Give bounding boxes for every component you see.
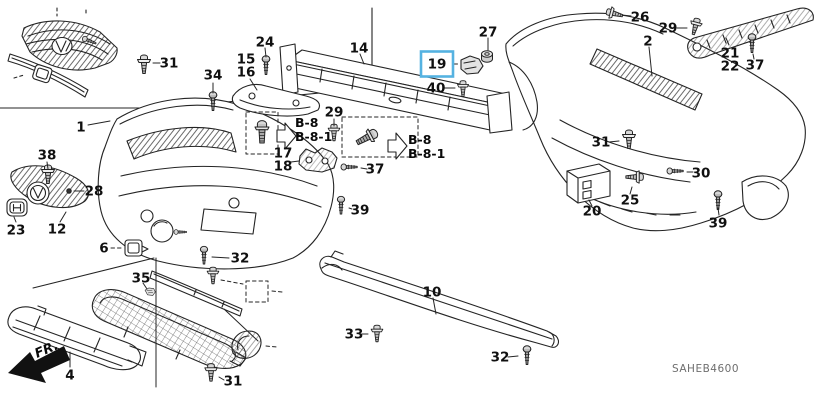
part-label-23[interactable]: 23 bbox=[7, 223, 26, 239]
screw-39a-part bbox=[336, 195, 346, 215]
part-label-12[interactable]: 12 bbox=[48, 222, 67, 238]
part-label-6[interactable]: 6 bbox=[99, 241, 108, 257]
part-label-2[interactable]: 2 bbox=[643, 34, 652, 50]
clip-6-part bbox=[124, 239, 149, 257]
screw-32b-part bbox=[522, 345, 532, 366]
clip-29b-part bbox=[687, 16, 704, 37]
mesh-grille bbox=[91, 289, 247, 369]
part-label-14[interactable]: 14 bbox=[350, 41, 369, 57]
part-label-18[interactable]: 18 bbox=[274, 159, 293, 175]
ref-arrow-right-icon bbox=[387, 132, 408, 160]
part-label-4[interactable]: 4 bbox=[65, 368, 74, 384]
nut-27-part bbox=[480, 50, 494, 63]
slat-grille-4 bbox=[7, 305, 147, 371]
clip-33-part bbox=[370, 324, 384, 343]
part-label-29b[interactable]: 29 bbox=[659, 21, 678, 37]
inset-front-grille bbox=[21, 7, 118, 71]
part-label-25[interactable]: 25 bbox=[621, 193, 640, 209]
part-label-22[interactable]: 22 bbox=[721, 59, 740, 75]
part-label-35[interactable]: 35 bbox=[132, 271, 151, 287]
part-number-labels: 1246101214151617181920212223242526272829… bbox=[7, 10, 765, 390]
corner-garnish bbox=[231, 330, 262, 359]
part-label-29a[interactable]: 29 bbox=[325, 105, 344, 121]
part-label-28[interactable]: 28 bbox=[85, 184, 104, 200]
front-spoiler-10 bbox=[319, 250, 560, 348]
ref-front-right-line1[interactable]: B-8 bbox=[408, 132, 431, 147]
molding-clip-position bbox=[220, 279, 283, 303]
bolt-24-part bbox=[261, 55, 271, 76]
beam-stay-15-16 bbox=[231, 83, 321, 117]
selected-part-highlight-box bbox=[419, 50, 455, 78]
part-label-31b[interactable]: 31 bbox=[224, 374, 243, 390]
lower-molding-strip bbox=[149, 270, 243, 317]
part-label-1[interactable]: 1 bbox=[76, 120, 85, 136]
part-label-31c[interactable]: 31 bbox=[592, 135, 611, 151]
screw-37b-part bbox=[747, 33, 757, 54]
ref-bolt-right bbox=[353, 125, 381, 150]
part-label-38[interactable]: 38 bbox=[38, 148, 57, 164]
fog-cover-part bbox=[150, 219, 187, 243]
inset-grille-molding bbox=[7, 53, 89, 98]
label-leader-lines bbox=[13, 14, 755, 381]
bracket-20-part bbox=[566, 163, 611, 204]
clip-31a-part bbox=[136, 54, 152, 75]
part-label-31a[interactable]: 31 bbox=[160, 56, 179, 72]
emblem-23 bbox=[6, 198, 28, 217]
ref-front-right-line2[interactable]: B-8-1 bbox=[408, 146, 445, 161]
fog-bracket-17-18 bbox=[298, 147, 338, 173]
part-label-37b[interactable]: 37 bbox=[746, 58, 765, 74]
clip-19-part bbox=[460, 55, 484, 75]
diagram-code: SAHEB4600 bbox=[672, 363, 739, 375]
part-label-15[interactable]: 15 bbox=[237, 52, 256, 68]
part-label-17[interactable]: 17 bbox=[274, 146, 293, 162]
part-label-32b[interactable]: 32 bbox=[491, 350, 510, 366]
part-label-10[interactable]: 10 bbox=[423, 285, 442, 301]
bumper-beam-14 bbox=[279, 43, 513, 134]
corner-garnish-leader bbox=[265, 345, 278, 348]
part-label-39a[interactable]: 39 bbox=[351, 203, 370, 219]
part-label-21[interactable]: 21 bbox=[721, 46, 740, 62]
fr-direction-arrow-icon bbox=[8, 346, 70, 383]
part-label-39b[interactable]: 39 bbox=[709, 216, 728, 232]
ref-front-left-line1[interactable]: B-8 bbox=[295, 115, 318, 130]
part-label-37a[interactable]: 37 bbox=[366, 162, 385, 178]
part-label-20[interactable]: 20 bbox=[583, 204, 602, 220]
clip-molding-part bbox=[206, 266, 220, 285]
part-label-24[interactable]: 24 bbox=[256, 35, 275, 51]
part-label-40[interactable]: 40 bbox=[427, 81, 446, 97]
part-label-27[interactable]: 27 bbox=[479, 25, 498, 41]
part-label-33[interactable]: 33 bbox=[345, 327, 364, 343]
rear-bumper-face bbox=[505, 12, 806, 232]
ref-arrow-left-icon bbox=[276, 122, 297, 150]
screw-37a-part bbox=[340, 163, 358, 171]
rear-garnish-21-22 bbox=[687, 7, 814, 59]
grille-garnish-12 bbox=[10, 165, 89, 209]
dashed-leader-lines bbox=[110, 63, 461, 249]
part-label-26[interactable]: 26 bbox=[631, 10, 650, 26]
position-leader-lines bbox=[32, 257, 259, 388]
part-label-34[interactable]: 34 bbox=[204, 68, 223, 84]
part-label-32a[interactable]: 32 bbox=[231, 251, 250, 267]
clip-28-part bbox=[66, 188, 72, 194]
part-label-30[interactable]: 30 bbox=[692, 166, 711, 182]
part-label-16[interactable]: 16 bbox=[237, 65, 256, 81]
ref-front-left-line2[interactable]: B-8-1 bbox=[295, 129, 332, 144]
ref-box-right bbox=[341, 116, 419, 158]
part-label-19[interactable]: 19 bbox=[428, 57, 447, 73]
